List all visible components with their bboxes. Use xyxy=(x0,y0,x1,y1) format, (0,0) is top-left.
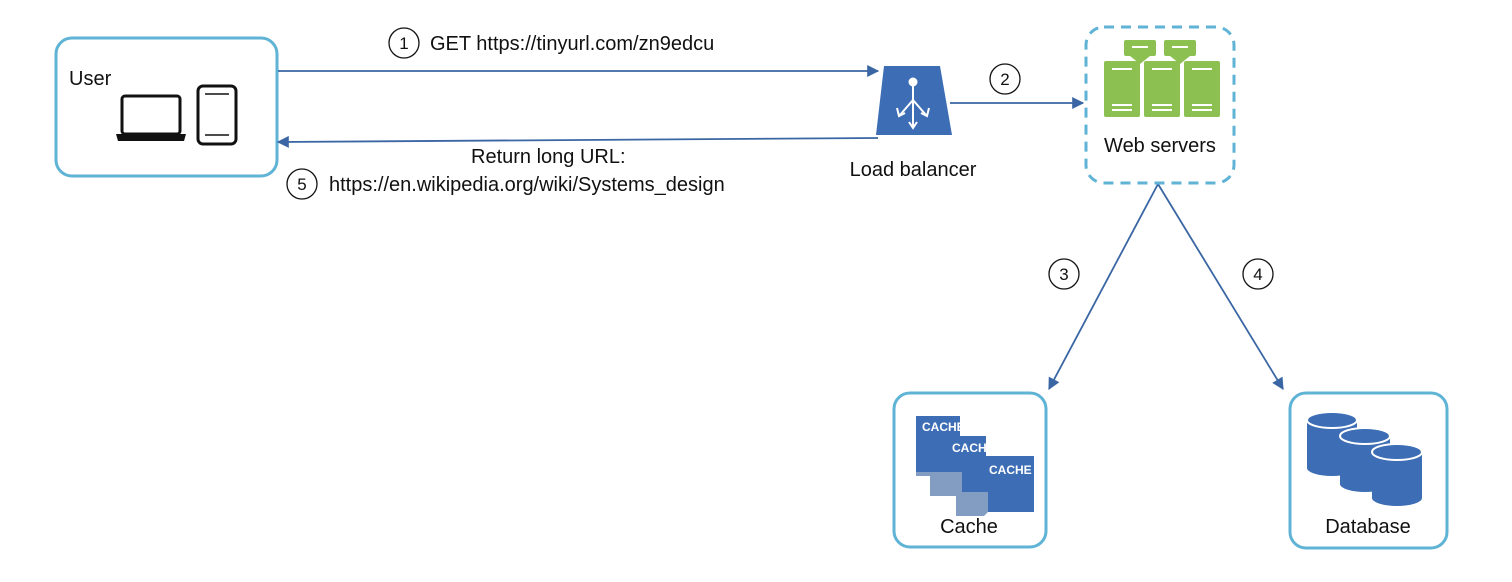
step-5-text-line1: Return long URL: xyxy=(471,146,626,168)
step-2: 2 xyxy=(989,63,1021,95)
step-4-marker xyxy=(1242,258,1274,290)
step-2-marker xyxy=(989,63,1021,95)
split-arrows-icon xyxy=(896,77,930,130)
step-3-number: 3 xyxy=(1059,265,1068,284)
step-4: 4 xyxy=(1242,258,1274,290)
load-balancer-label: Load balancer xyxy=(850,159,977,181)
database-arrow xyxy=(1157,183,1284,391)
step-3: 3 xyxy=(1048,258,1080,290)
laptop-icon xyxy=(116,94,186,141)
step-1-number: 1 xyxy=(399,34,408,53)
step-4-number: 4 xyxy=(1253,265,1262,284)
cache-icon-text-2: CACHE xyxy=(952,441,995,455)
user-label: User xyxy=(69,68,112,90)
tablet-icon xyxy=(196,84,238,146)
web-servers-node: Web servers xyxy=(1084,25,1236,185)
cache-icon-text-3: CACHE xyxy=(989,463,1032,477)
cache-node: CACHE CACHE CACHE Cache xyxy=(892,391,1048,549)
database-label: Database xyxy=(1325,516,1411,538)
step-1-text: GET https://tinyurl.com/zn9edcu xyxy=(430,33,714,55)
step-5-number: 5 xyxy=(297,175,306,194)
step-3-marker xyxy=(1048,258,1080,290)
database-icon xyxy=(1306,411,1423,506)
cache-label: Cache xyxy=(940,516,998,538)
step-1: 1 GET https://tinyurl.com/zn9edcu xyxy=(388,27,714,59)
cache-icon-text-1: CACHE xyxy=(922,420,965,434)
cache-arrow xyxy=(1048,183,1159,391)
step-1-marker xyxy=(388,27,420,59)
response-arrow xyxy=(276,135,879,148)
server-icon xyxy=(1104,40,1220,117)
user-node: User xyxy=(54,36,279,178)
step-5: Return long URL: 5 https://en.wikipedia.… xyxy=(286,146,725,200)
step-5-text-line2: https://en.wikipedia.org/wiki/Systems_de… xyxy=(329,174,725,196)
database-node: Database xyxy=(1288,391,1449,550)
load-balancer-node: Load balancer xyxy=(850,66,977,181)
step-5-marker xyxy=(286,168,318,200)
web-servers-label: Web servers xyxy=(1104,135,1216,157)
cache-icon: CACHE CACHE CACHE xyxy=(916,416,1034,516)
step-2-number: 2 xyxy=(1000,70,1009,89)
